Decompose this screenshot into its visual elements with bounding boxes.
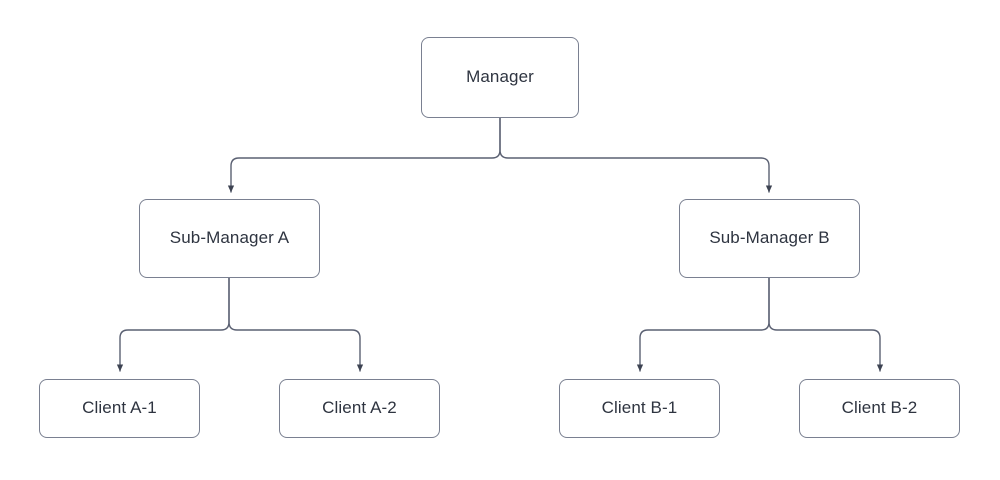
edge-sub-manager-b-to-client-b1 [636,277,770,372]
node-client-b1[interactable]: Client B-1 [559,379,720,438]
edge-manager-to-sub-manager-a [227,117,501,193]
node-client-b1-label: Client B-1 [601,398,678,418]
node-client-b2[interactable]: Client B-2 [799,379,960,438]
node-client-a2[interactable]: Client A-2 [279,379,440,438]
node-manager[interactable]: Manager [421,37,579,118]
node-client-b2-label: Client B-2 [841,398,918,418]
edge-manager-to-sub-manager-b [499,117,773,193]
node-client-a1-label: Client A-1 [82,398,157,418]
edge-sub-manager-b-to-client-b2 [768,277,884,372]
node-client-a1[interactable]: Client A-1 [39,379,200,438]
edge-sub-manager-a-to-client-a1 [116,277,230,372]
node-sub-manager-b[interactable]: Sub-Manager B [679,199,860,278]
node-sub-manager-a[interactable]: Sub-Manager A [139,199,320,278]
edge-sub-manager-a-to-client-a2 [228,277,364,372]
node-sub-manager-a-label: Sub-Manager A [169,228,290,248]
node-sub-manager-b-label: Sub-Manager B [709,228,830,248]
node-manager-label: Manager [466,67,534,87]
node-client-a2-label: Client A-2 [322,398,397,418]
